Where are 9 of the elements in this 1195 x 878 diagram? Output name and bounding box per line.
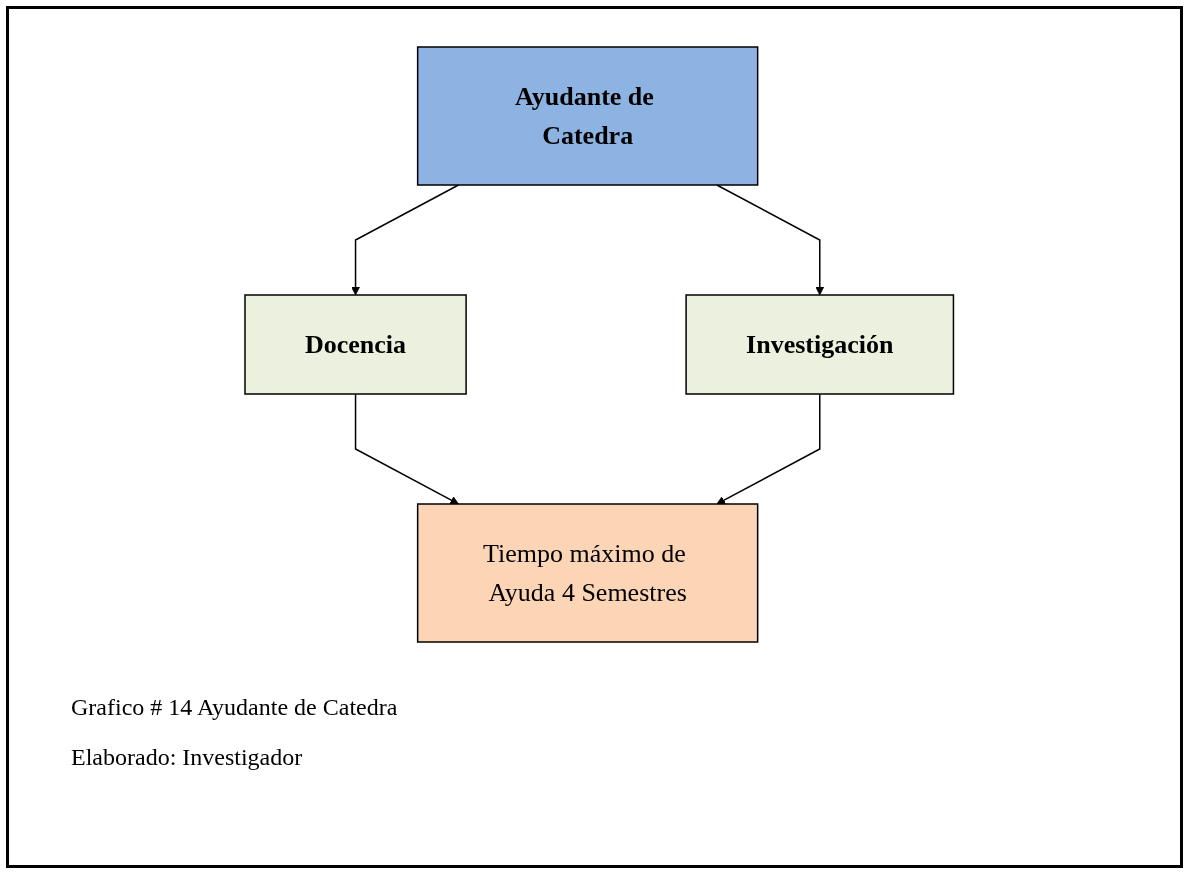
node-box: Ayudante de Catedra bbox=[416, 46, 759, 186]
arrow bbox=[716, 393, 821, 505]
node-box: Tiempo máximo de Ayuda 4 Semestres bbox=[416, 503, 759, 643]
note-text: Elaborado: Investigador bbox=[71, 744, 303, 771]
node-box: Investigación bbox=[685, 294, 954, 395]
arrow bbox=[350, 184, 460, 296]
figure-caption: Grafico # 14 Ayudante de Catedra bbox=[71, 694, 398, 721]
node-box: Docencia bbox=[244, 294, 467, 395]
arrow bbox=[354, 393, 459, 505]
